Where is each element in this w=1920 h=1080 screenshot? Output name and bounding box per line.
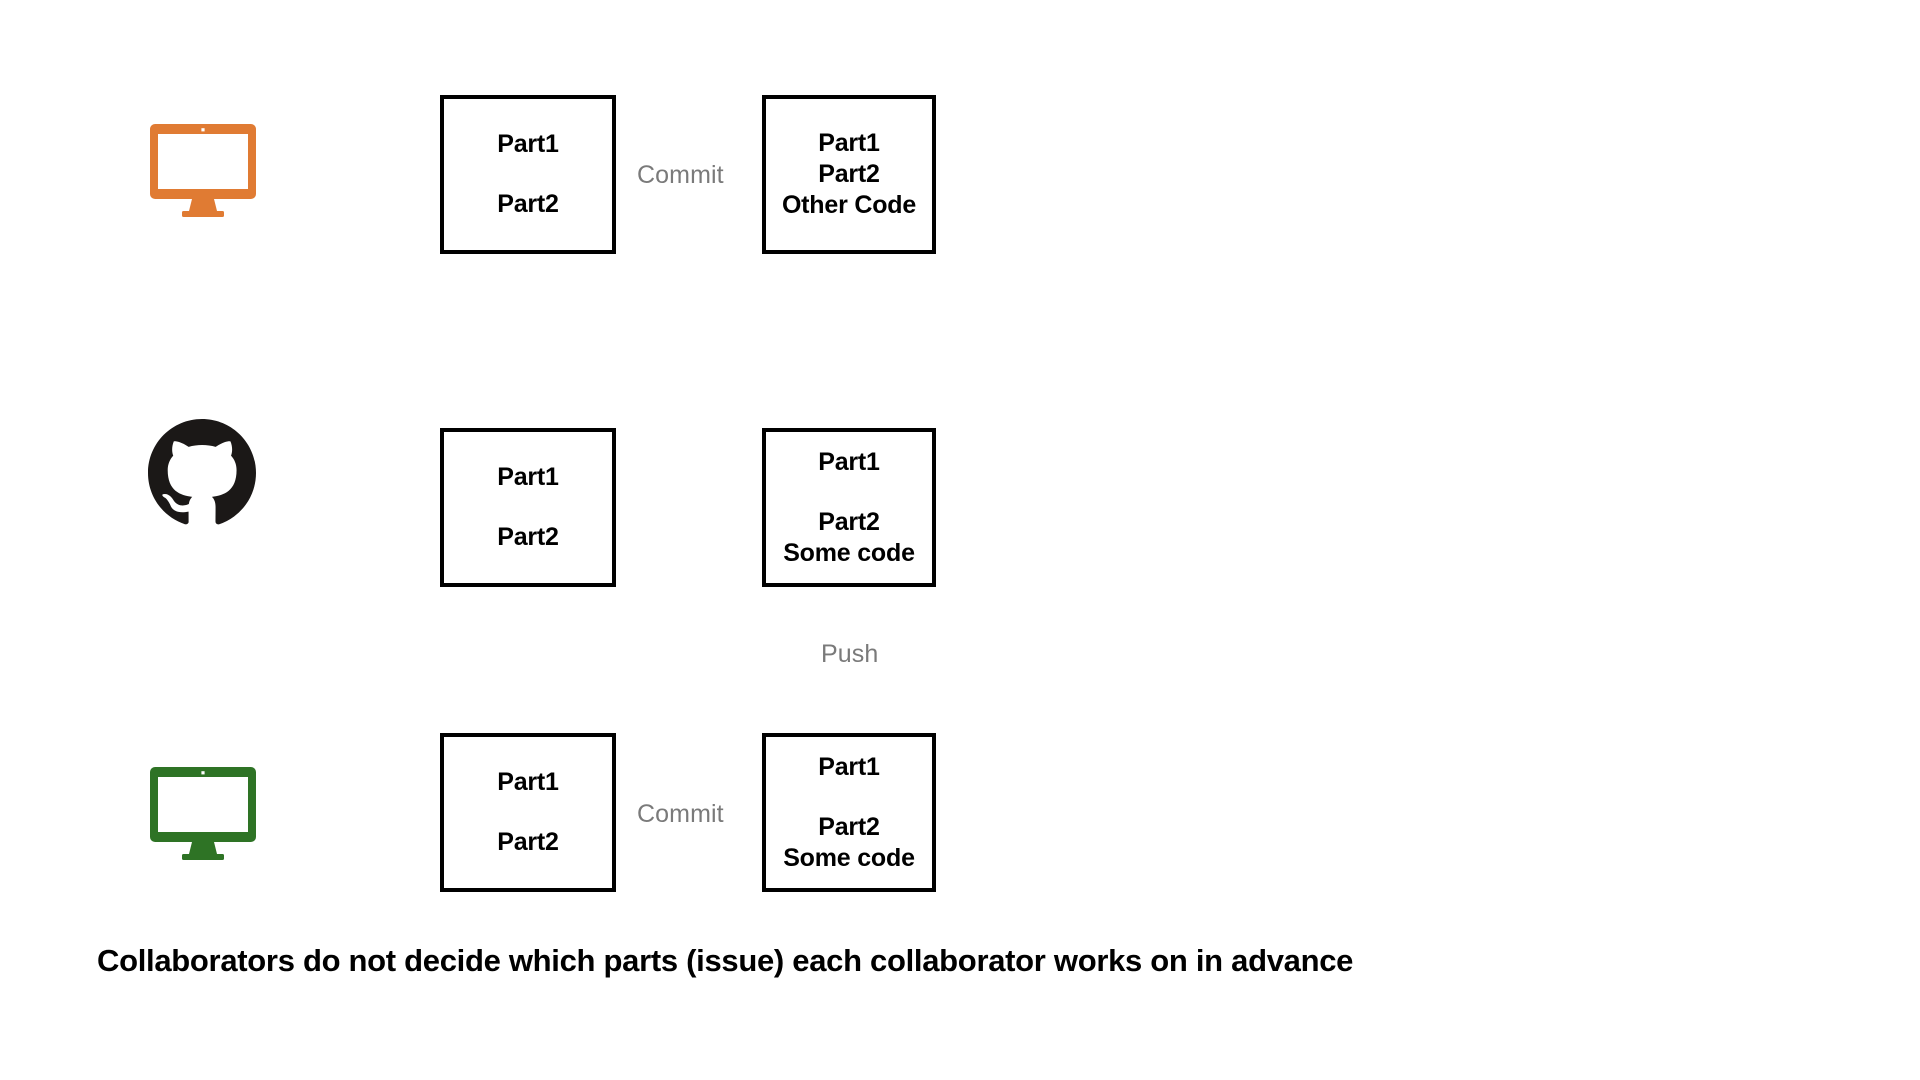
code-line: Part2 <box>818 160 880 188</box>
code-line: Part2 <box>818 812 880 841</box>
github-octocat-icon <box>148 419 256 527</box>
code-line: Part1 <box>818 752 880 781</box>
code-box-row3-before: Part1 Part2 <box>440 733 616 892</box>
code-line: Other Code <box>781 191 917 219</box>
code-line: Part1 <box>818 447 880 476</box>
code-box-row3-after: Part1 Part2 Some code <box>762 733 936 892</box>
code-box-row1-after: Part1 Part2 Other Code <box>762 95 936 254</box>
code-line: Some code <box>783 538 915 567</box>
commit-label-row3: Commit <box>637 800 724 828</box>
code-line: Part2 <box>818 507 880 536</box>
code-box-row1-before: Part1 Part2 <box>440 95 616 254</box>
push-label: Push <box>821 640 879 668</box>
monitor-green-icon <box>148 765 258 861</box>
code-box-row2-before: Part1 Part2 <box>440 428 616 587</box>
diagram-caption: Collaborators do not decide which parts … <box>97 943 1354 978</box>
code-line: Part1 <box>818 129 880 157</box>
code-line: Some code <box>783 843 915 872</box>
code-box-row2-after: Part1 Part2 Some code <box>762 428 936 587</box>
code-line: Part2 <box>497 828 559 856</box>
code-line: Part2 <box>497 523 559 551</box>
commit-label-row1: Commit <box>637 161 724 189</box>
monitor-orange-icon <box>148 122 258 218</box>
code-line: Part1 <box>497 768 559 796</box>
code-line: Part1 <box>497 130 559 158</box>
code-line: Part1 <box>497 463 559 491</box>
code-line: Part2 <box>497 190 559 218</box>
